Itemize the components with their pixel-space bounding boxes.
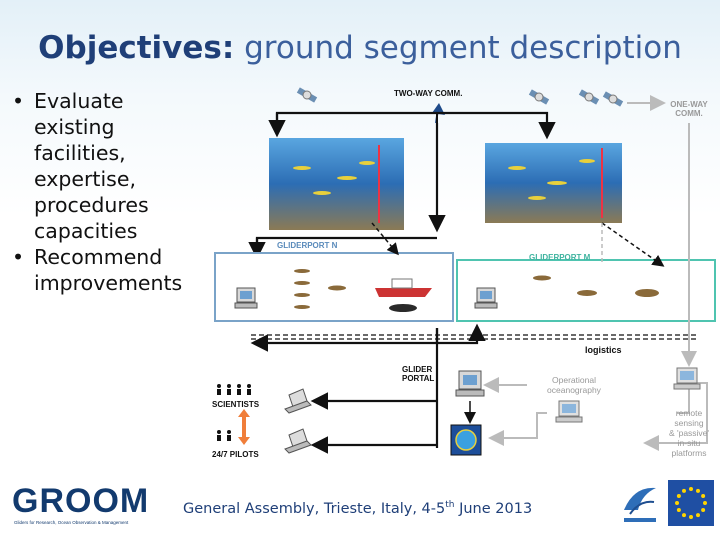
seal-icon (389, 304, 417, 312)
computer-icon (474, 287, 498, 309)
orange-arrowhead (238, 437, 250, 445)
people-icon (217, 384, 251, 395)
gliderport-n-label: GLIDERPORT N (277, 241, 338, 250)
gray-arrow (488, 412, 547, 446)
eu-star (675, 501, 679, 505)
logo-wordmark: GROOM (12, 482, 150, 520)
eu-flag-icon (668, 480, 714, 526)
bullet-item: Evaluate existing facilities, expertise,… (10, 88, 210, 244)
eu-star (696, 513, 700, 518)
satellite-icon (578, 89, 600, 105)
computer-icon (555, 400, 583, 423)
footer-text: General Assembly, Trieste, Italy, 4-5th … (183, 500, 532, 517)
laptop-icon (284, 388, 312, 414)
logo-subtitle: Gliders for Research, Ocean Observation … (14, 520, 129, 525)
title-rest: ground segment description (234, 30, 682, 66)
gray-line (677, 383, 690, 414)
computer-icon (234, 287, 258, 309)
logistics-label: logistics (585, 345, 622, 355)
eu-star (676, 508, 681, 512)
two-way-label: TWO-WAY COMM. (394, 89, 462, 98)
pilots-label: 24/7 PILOTS (212, 450, 259, 459)
fp7-logo (624, 487, 656, 522)
glider-icons (294, 269, 659, 309)
eu-star (703, 501, 707, 505)
glider-fleet (293, 159, 595, 200)
dashed-arrow (601, 222, 665, 267)
globe-icon (450, 424, 482, 456)
people-icon (217, 430, 231, 441)
gray-arrow (643, 382, 708, 451)
eu-star (701, 508, 706, 512)
groom-logo: GROOM Gliders for Research, Ocean Observ… (12, 482, 182, 532)
laptop-icon (284, 428, 312, 454)
computer-icon (673, 367, 701, 390)
eu-star (701, 494, 706, 498)
eu-star (689, 487, 693, 491)
bullet-list: Evaluate existing facilities, expertise,… (10, 88, 210, 296)
satellite-icon (602, 91, 624, 107)
eu-star (676, 494, 681, 498)
footer-main: General Assembly, Trieste, Italy, 4-5 (183, 500, 446, 517)
orange-arrowhead (238, 409, 250, 417)
ocean-scene-n (269, 138, 404, 230)
eu-star (682, 488, 686, 493)
ship-icon (375, 278, 432, 297)
slide-title: Objectives: ground segment description (0, 30, 720, 66)
eu-star (682, 513, 686, 518)
satellite-icon (528, 89, 550, 105)
bus-arrow (437, 323, 486, 345)
bullet-item: Recommend improvements (10, 244, 210, 296)
comm-arrow (275, 111, 556, 140)
footer-superscript: th (445, 500, 455, 510)
portal-computer-icon (455, 370, 485, 397)
bus-arrow (250, 328, 439, 352)
scientists-label: SCIENTISTS (212, 400, 260, 409)
eu-star (689, 515, 693, 519)
buoy-lines (378, 145, 603, 223)
footer-date: June 2013 (454, 500, 533, 517)
eu-star (696, 488, 700, 493)
title-bold: Objectives: (38, 30, 235, 66)
gliderport-m-label: GLIDERPORT M (529, 253, 591, 262)
satellite-icon (296, 87, 318, 103)
